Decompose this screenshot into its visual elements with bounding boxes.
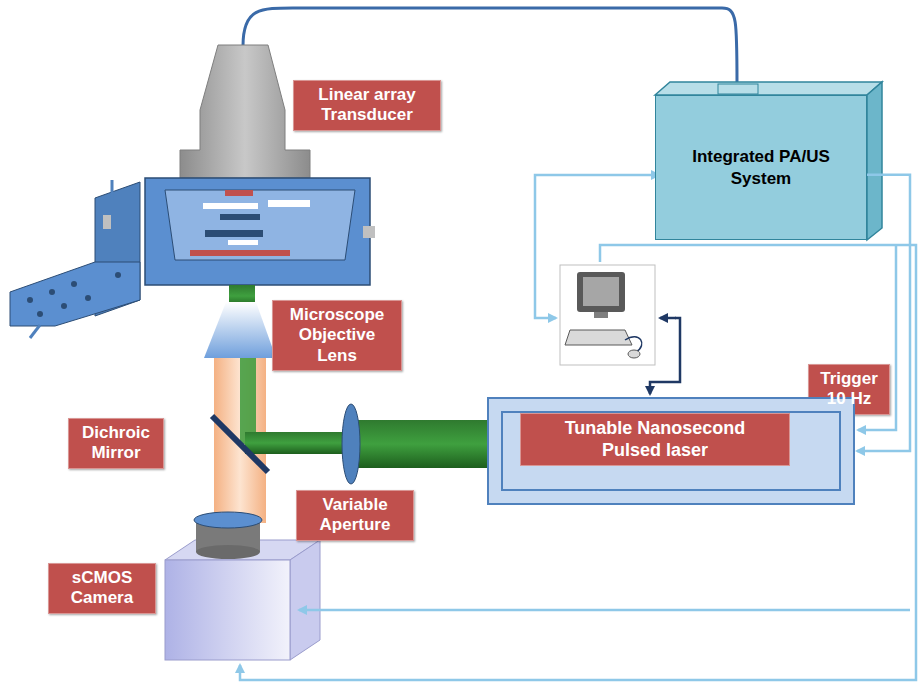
transducer-cable: [243, 8, 737, 84]
part-label: Linear array Transducer: [293, 80, 441, 131]
sample-stage-part: [37, 311, 43, 317]
sample-stage-part: [111, 180, 114, 200]
sample-stage-part: [268, 200, 310, 207]
signal-wires-part: [240, 245, 916, 680]
camera-body-part: [194, 512, 262, 528]
camera-body-part: [290, 540, 320, 660]
transducer-body: [180, 45, 310, 178]
node-text: Microscope Objective Lens: [281, 305, 393, 366]
sample-stage-part: [27, 297, 33, 303]
optical-path: [204, 285, 488, 523]
pa-us-box-faces-part: [867, 82, 882, 240]
optical-path-part: [351, 420, 488, 468]
sample-stage-part: [228, 240, 258, 245]
node-text: sCMOS Camera: [57, 568, 147, 609]
sample-stage-part: [103, 215, 111, 229]
pa-us-box-faces: [655, 82, 882, 240]
sample-stage-part: [165, 190, 355, 260]
pa-us-box-faces-part: [718, 84, 758, 94]
computer-icon-part: [577, 272, 625, 312]
node-text: Linear array Transducer: [302, 85, 432, 126]
control-wire-part: [660, 317, 676, 320]
sample-stage-part: [10, 262, 140, 326]
signal-wires-part: [299, 609, 910, 612]
transducer-body-part: [180, 45, 310, 178]
signal-wires: [240, 175, 916, 680]
control-wire: [650, 318, 680, 394]
sample-stage-part: [61, 303, 67, 309]
system-box: Integrated PA/US System: [655, 95, 867, 240]
optical-path-part: [240, 358, 256, 444]
computer-icon-part: [583, 277, 619, 306]
computer-icon-part: [560, 265, 655, 365]
part-label: Microscope Objective Lens: [272, 300, 402, 371]
signal-wires-part: [535, 175, 653, 318]
transducer-cable-part: [243, 8, 737, 84]
part-label: Dichroic Mirror: [68, 418, 164, 469]
laser-box: Tunable Nanosecond Pulsed laser: [487, 397, 855, 505]
optical-path-part: [342, 404, 360, 484]
computer-icon-part: [565, 330, 632, 345]
sample-stage-part: [203, 203, 258, 209]
sample-stage-part: [145, 178, 370, 285]
trigger-label: Trigger 10 Hz: [808, 364, 890, 415]
part-label: sCMOS Camera: [48, 563, 156, 614]
optical-path-part: [212, 416, 268, 472]
node-text: Tunable Nanosecond Pulsed laser: [520, 413, 790, 466]
sample-stage-part: [363, 226, 375, 238]
sample-stage-part: [30, 325, 40, 338]
sample-stage-part: [205, 230, 263, 237]
camera-body-part: [196, 545, 260, 559]
computer-icon: [560, 265, 655, 365]
control-wire-part: [650, 318, 680, 394]
sample-stage-part: [71, 281, 77, 287]
part-label: Variable Aperture: [296, 490, 414, 541]
node-text: Dichroic Mirror: [77, 423, 155, 464]
sample-stage-part: [190, 250, 290, 256]
camera-body-part: [165, 560, 290, 660]
computer-icon-part: [628, 350, 640, 358]
node-text: Variable Aperture: [305, 495, 405, 536]
sample-stage-part: [49, 289, 55, 295]
sample-stage-part: [115, 272, 121, 278]
computer-icon-part: [594, 312, 608, 318]
sample-stage-part: [85, 295, 91, 301]
optical-path-part: [204, 302, 276, 358]
node-text: Integrated PA/US System: [670, 146, 852, 189]
sample-stage-part: [225, 190, 253, 196]
node-text: Trigger 10 Hz: [817, 369, 881, 410]
optical-path-part: [245, 432, 351, 454]
pa-us-box-faces-part: [655, 82, 882, 95]
sample-stage-part: [220, 214, 260, 220]
